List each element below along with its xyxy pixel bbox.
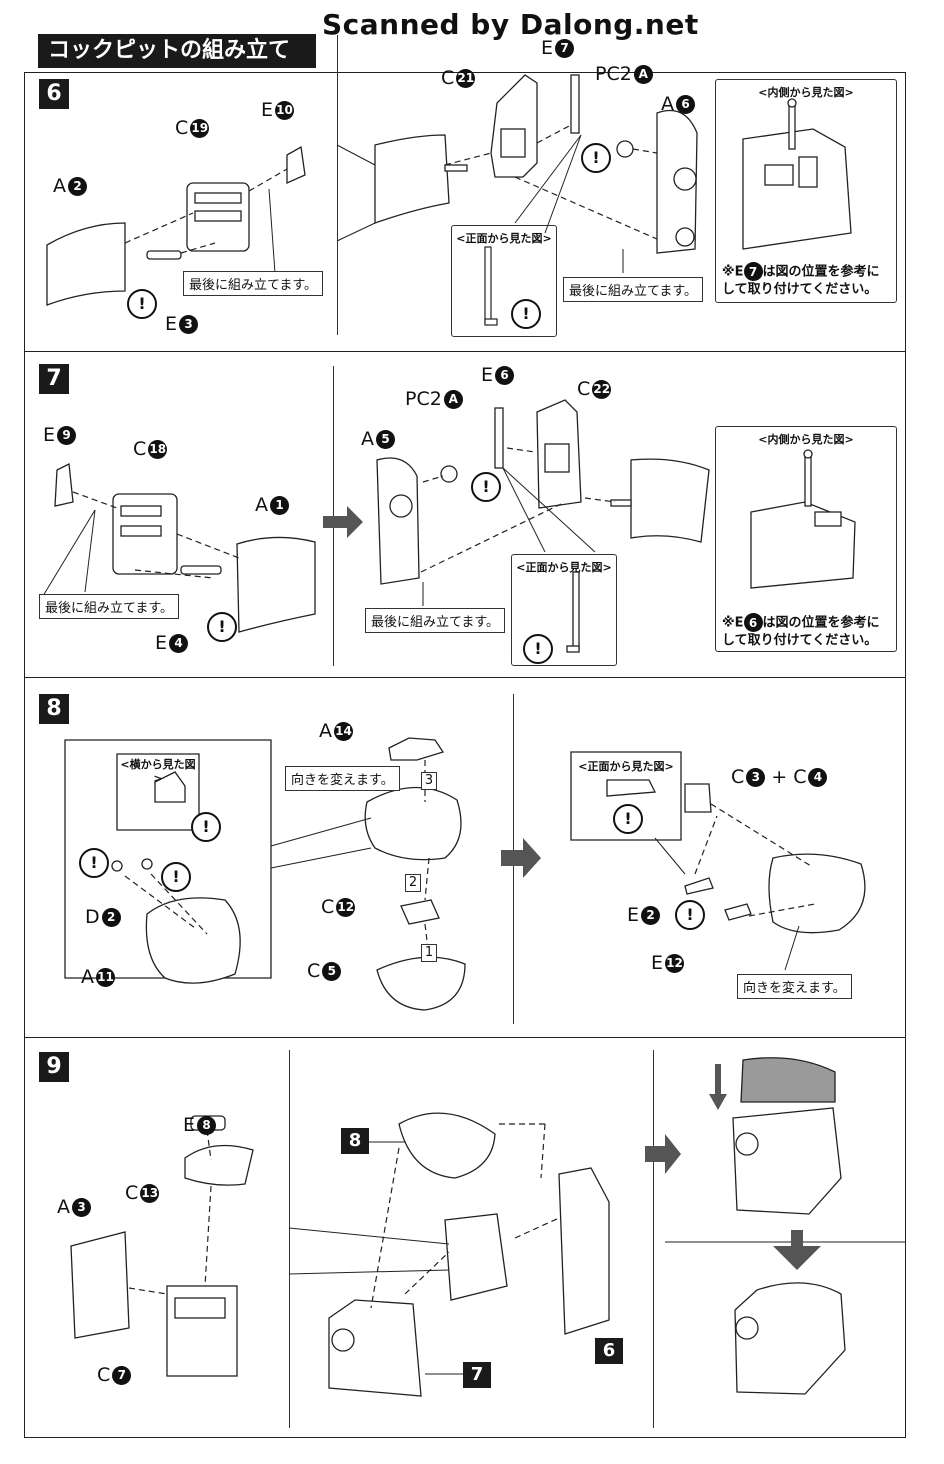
step-divider <box>289 1050 290 1428</box>
change-direction-note: 向きを変えます。 <box>285 766 400 791</box>
order-number: 1 <box>421 944 437 962</box>
inset-title: <内側から見た図> <box>758 86 854 99</box>
step-divider <box>337 35 338 335</box>
step-9-parts-diagram <box>70 1057 905 1397</box>
caution-icon: ! <box>161 862 191 892</box>
inset-title: <正面から見た図> <box>456 232 552 245</box>
step-6-parts-diagram <box>46 74 852 326</box>
step-reference: 8 <box>341 1128 369 1154</box>
inset-title: <内側から見た図> <box>758 433 854 446</box>
caution-icon: ! <box>511 299 541 329</box>
page-title: コックピットの組み立て <box>38 34 316 68</box>
step-number: 9 <box>39 1052 69 1082</box>
step-8-panel: 8 <box>24 678 906 1038</box>
assemble-last-note: 最後に組み立てます。 <box>183 271 324 296</box>
front-view-inset: <正面から見た図> <box>511 554 617 666</box>
order-number: 3 <box>421 772 437 790</box>
caution-icon: ! <box>581 143 611 173</box>
caution-icon: ! <box>471 472 501 502</box>
caution-icon: ! <box>79 848 109 878</box>
order-number: 2 <box>405 874 421 892</box>
front-view-title: <正面から見た図> <box>578 760 674 773</box>
caution-icon: ! <box>613 804 643 834</box>
step-number: 8 <box>39 694 69 724</box>
inset-title: <正面から見た図> <box>516 561 612 574</box>
side-view-title: <横から見た図> <box>120 758 196 785</box>
plus-sign: + <box>771 766 788 788</box>
step-reference: 6 <box>595 1338 623 1364</box>
caution-icon: ! <box>127 289 157 319</box>
caution-icon: ! <box>675 900 705 930</box>
step-8-parts-diagram <box>64 737 866 1011</box>
scan-watermark: Scanned by Dalong.net <box>322 8 699 41</box>
front-view-inset: <正面から見た図> <box>451 225 557 337</box>
step-9-panel: 9 <box>24 1038 906 1438</box>
step-number: 6 <box>39 79 69 109</box>
assemble-last-note: 最後に組み立てます。 <box>39 594 180 619</box>
assemble-last-note: 最後に組み立てます。 <box>563 277 704 302</box>
step-divider <box>653 1050 654 1428</box>
step-7-parts-diagram <box>42 399 856 653</box>
caution-icon: ! <box>523 634 553 664</box>
step-number: 7 <box>39 364 69 394</box>
step-7-panel: 7 <box>24 352 906 678</box>
step-reference: 7 <box>463 1362 491 1388</box>
caution-icon: ! <box>191 812 221 842</box>
assemble-last-note: 最後に組み立てます。 <box>365 608 506 633</box>
caution-icon: ! <box>207 612 237 642</box>
step-6-panel: 6 <box>24 35 906 352</box>
change-direction-note: 向きを変えます。 <box>737 974 852 999</box>
